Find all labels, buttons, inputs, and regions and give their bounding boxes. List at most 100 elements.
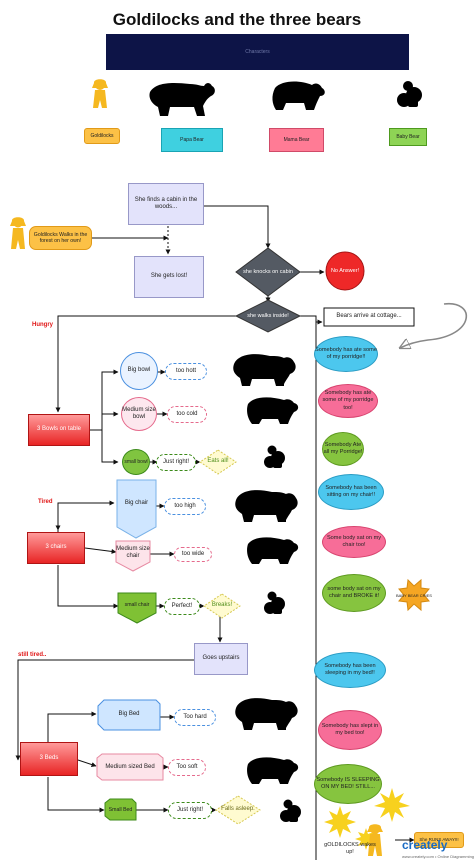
beds-hub: 3 Beds xyxy=(20,742,78,776)
small-chair-shape xyxy=(117,592,157,624)
bubble-papa-chair: Somebody has been sitting on my chair!! xyxy=(318,474,384,510)
edge-cabin-to-knock xyxy=(204,205,271,249)
big-chair-shape xyxy=(116,479,157,539)
character-baby-bear: Baby Bear xyxy=(389,128,427,146)
falls-asleep-diamond xyxy=(215,795,261,825)
bears-arrive-box xyxy=(323,307,415,327)
edge-beds-to-medium xyxy=(77,759,97,767)
edge-beds-to-small xyxy=(47,777,105,813)
mama-bear-icon-bowls xyxy=(247,397,299,424)
inside-decision-label: she walks inside! xyxy=(247,312,289,319)
edge-bowls-to-big xyxy=(90,369,119,431)
baby-bear-cries-label: BABY BEAR CRIES xyxy=(396,592,432,598)
falls-asleep-label: Falls asleep. xyxy=(221,806,255,813)
edge-bowls-to-small xyxy=(90,429,119,465)
mama-bear-icon-chairs xyxy=(247,537,299,564)
runs-away-node: She RUNS AWAY!!! xyxy=(414,832,464,848)
breaks-label: Breaks! xyxy=(211,602,233,609)
medium-bed-shape xyxy=(96,753,164,781)
edge-chairs-to-small xyxy=(57,565,119,609)
papa-bear-icon-chairs xyxy=(235,490,298,522)
medium-chair-shape xyxy=(115,540,151,572)
papa-bear-icon-bowls xyxy=(233,354,296,386)
big-bed-result: Too hard xyxy=(174,709,216,726)
characters-band: Characters xyxy=(106,34,409,70)
knock-decision-label: she knocks on cabin xyxy=(243,268,293,275)
small-bowl-result: Just right! xyxy=(156,454,196,471)
baby-bear-icon-bowls xyxy=(264,445,285,468)
wakes-up-label: gOLDILOCKS wakes up! xyxy=(324,842,376,855)
breaks-diamond xyxy=(203,593,241,619)
edge-chairs-to-medium xyxy=(84,547,117,554)
big-bowl-result: too hott xyxy=(165,363,207,380)
wake-burst-left xyxy=(324,806,356,838)
mama-bear-silhouette xyxy=(272,81,325,110)
edge-inside-to-bowls xyxy=(55,315,238,413)
medium-chair-result: too wide xyxy=(174,547,212,562)
finds-cabin-node: She finds a cabin in the woods... xyxy=(128,183,204,225)
baby-bear-icon-beds xyxy=(280,799,301,822)
inside-decision-diamond xyxy=(234,299,302,333)
bubble-mama-bed: Somebody has slept in my bed too! xyxy=(318,710,382,750)
edge-curved-grey-arrow xyxy=(400,303,468,348)
papa-bear-silhouette xyxy=(149,82,215,116)
small-bed-result: Just right! xyxy=(168,802,212,819)
small-bowl-node: small bowl xyxy=(122,449,150,475)
bowls-hub: 3 Bowls on table xyxy=(28,414,90,446)
bubble-baby-bed: Somebody IS SLEEPING ON MY BED! STILL... xyxy=(314,764,382,804)
connectors xyxy=(15,205,415,860)
bubble-baby-porridge: Somebody Ate all my Porridge! xyxy=(322,432,364,466)
bubble-papa-porridge: Somebody has ate some of my porridge!! xyxy=(314,336,378,372)
medium-bowl-node: Medium size bowl xyxy=(121,397,157,431)
goldilocks-figure-characters xyxy=(92,79,108,108)
bubble-mama-porridge: Somebody has ate some of my porridge too… xyxy=(318,384,378,418)
character-mama-bear: Mama Bear xyxy=(269,128,324,152)
edge-beds-to-big xyxy=(47,711,97,742)
papa-bear-icon-beds xyxy=(235,698,298,730)
still-tired-label: still tired.. xyxy=(18,652,47,658)
page-title: Goldilocks and the three bears xyxy=(112,10,362,29)
chairs-hub: 3 chairs xyxy=(27,532,85,564)
small-chair-label: small chair xyxy=(124,601,150,608)
goes-upstairs-node: Goes upstairs xyxy=(194,643,248,675)
baby-bear-icon-chairs xyxy=(264,591,285,614)
creately-subtitle: www.creately.com • Online Diagramming xyxy=(402,854,474,859)
bubble-baby-chair: some body sat on my chair and BROKE it! xyxy=(322,574,386,612)
character-goldilocks: Goldilocks xyxy=(84,128,120,144)
eats-all-diamond xyxy=(199,449,237,475)
small-bed-label: Small Bed xyxy=(108,806,133,813)
big-chair-result: too high xyxy=(164,498,206,515)
bubble-papa-bed: Somebody has been sleeping in my bed!! xyxy=(314,652,386,688)
wake-burst-top xyxy=(374,788,410,822)
big-bed-label: Big Bed xyxy=(118,711,140,718)
bubble-mama-chair: Some body sat on my chair too! xyxy=(322,526,386,558)
small-chair-result: Perfect! xyxy=(164,598,200,615)
medium-bed-label: Medium sized Bed xyxy=(105,764,155,771)
hungry-label: Hungry xyxy=(32,322,53,328)
tired-label: Tired xyxy=(38,499,53,505)
small-bed-shape xyxy=(104,798,137,821)
baby-bear-silhouette xyxy=(397,81,422,107)
goldilocks-figure-forest xyxy=(10,217,26,249)
big-bowl-node: Big bowl xyxy=(120,352,158,390)
edge-inside-to-bears-arrive xyxy=(300,315,323,325)
edge-upstairs-to-beds xyxy=(15,659,194,761)
no-answer-label: No Answer! xyxy=(330,267,360,274)
big-bed-shape xyxy=(97,699,161,731)
medium-bed-result: Too soft xyxy=(168,759,206,776)
medium-bowl-result: too cold xyxy=(167,406,207,423)
gets-lost-node: She gets lost! xyxy=(134,256,204,298)
creately-logo: creately xyxy=(402,838,448,852)
no-answer-circle xyxy=(325,251,365,291)
knock-decision-diamond xyxy=(235,247,301,297)
bears-arrive-label: Bears arrive at cottage... xyxy=(336,313,402,320)
character-papa-bear: Papa Bear xyxy=(161,128,223,152)
eats-all-label: Eats all! xyxy=(207,458,229,465)
medium-chair-label: Medium size chair xyxy=(116,545,150,560)
big-chair-label: Big chair xyxy=(124,500,149,507)
edge-bowls-to-medium xyxy=(90,411,119,431)
baby-bear-cries-burst xyxy=(398,578,430,612)
mama-bear-icon-beds xyxy=(247,757,299,784)
goldilocks-figure-wakes xyxy=(367,824,383,856)
